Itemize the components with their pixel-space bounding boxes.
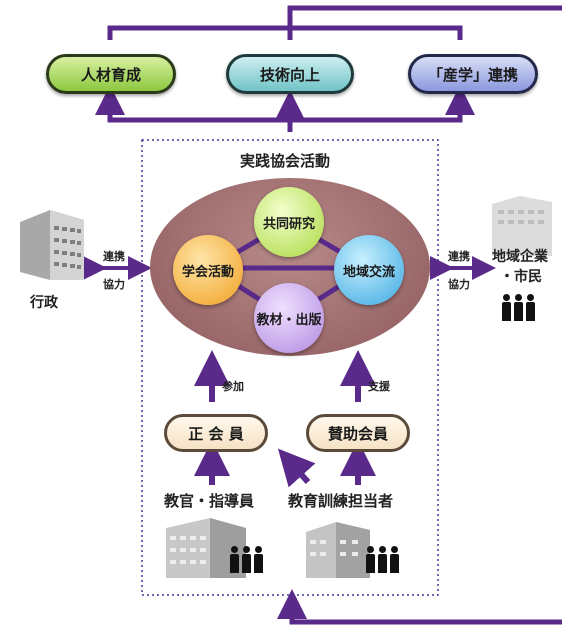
factory-building-icon bbox=[306, 522, 370, 578]
activity-kyodo: 共同研究 bbox=[254, 187, 324, 257]
company-label-line2: ・市民 bbox=[500, 269, 542, 285]
bottom-feedback-line bbox=[277, 589, 562, 625]
government-building-icon bbox=[20, 210, 84, 280]
school-building-icon bbox=[166, 518, 246, 578]
right-relation-top: 連携 bbox=[448, 250, 470, 263]
top-bar-line bbox=[107, 25, 463, 40]
trainer-people-icon bbox=[366, 546, 399, 573]
member-regular: 正 会 員 bbox=[164, 414, 268, 452]
arrow-label-shien: 支援 bbox=[368, 380, 390, 393]
government-label: 行政 bbox=[30, 295, 58, 311]
source-trainer: 教育訓練担当者 bbox=[288, 492, 394, 510]
right-relation-bottom: 協力 bbox=[448, 278, 470, 291]
company-building-icon bbox=[492, 196, 552, 256]
activity-title: 実践協会活動 bbox=[240, 152, 331, 170]
activity-gakkai: 学会活動 bbox=[173, 235, 243, 305]
company-label-line1: 地域企業 bbox=[492, 249, 548, 265]
member-supporting: 賛助会員 bbox=[306, 414, 410, 452]
goal-jinzai: 人材育成 bbox=[46, 54, 176, 94]
source-kyokan: 教官・指導員 bbox=[164, 492, 255, 510]
kyokan-people-icon bbox=[230, 546, 263, 573]
activity-kyozai: 教材・出版 bbox=[254, 283, 324, 353]
goal-gijutsu: 技術向上 bbox=[226, 54, 354, 94]
left-relation-bottom: 協力 bbox=[103, 278, 125, 291]
activity-chiiki-koryu: 地域交流 bbox=[334, 235, 404, 305]
arrow-label-sanka: 参加 bbox=[222, 380, 244, 393]
goal-sangaku: 「産学」連携 bbox=[408, 54, 538, 94]
citizens-people-icon bbox=[502, 294, 535, 321]
left-relation-top: 連携 bbox=[103, 250, 125, 263]
